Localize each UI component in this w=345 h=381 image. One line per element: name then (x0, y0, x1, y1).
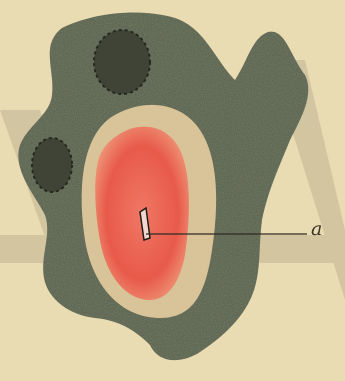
granule-upper (94, 30, 150, 94)
label-a: a (311, 220, 322, 239)
granule-left (32, 138, 72, 192)
